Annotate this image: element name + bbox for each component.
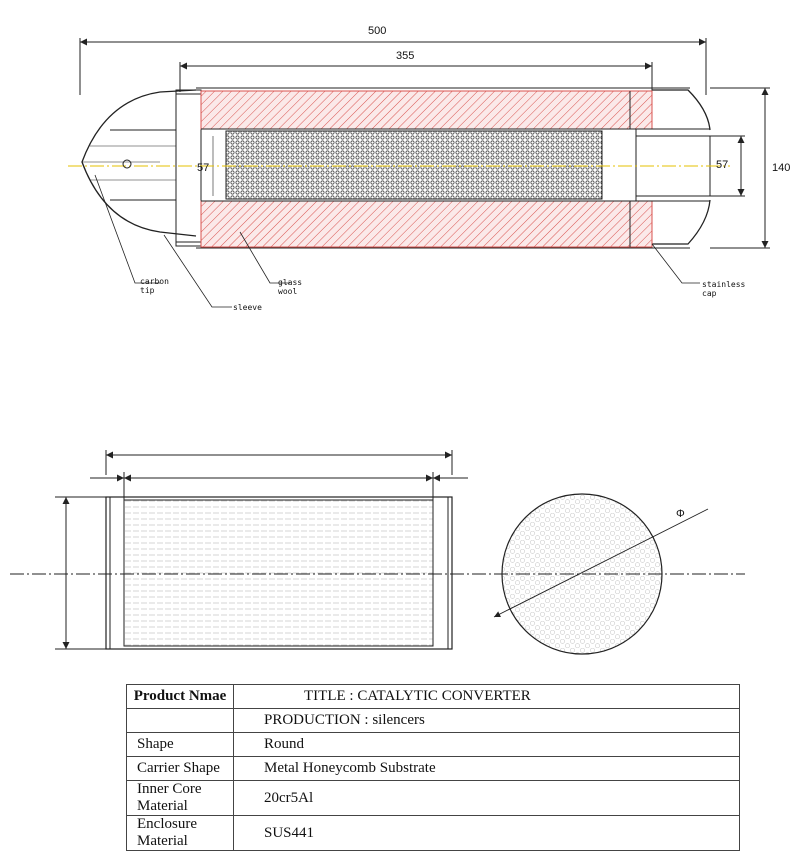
dimension-140 [710, 87, 770, 249]
bottom-converter-drawing [10, 450, 745, 655]
callout-labels: carbon tip sleeve glass wool stainless c… [140, 277, 746, 312]
row-label-cell [126, 708, 234, 733]
technical-drawing: 500 355 57 57 140 carbon tip sleeve glas… [10, 25, 790, 655]
production-value-cell: PRODUCTION : silencers [233, 708, 740, 733]
callout-sleeve: sleeve [233, 303, 262, 312]
spec-table: Product Nmae TITLE : CATALYTIC CONVERTER… [126, 684, 740, 851]
table-row: Product Nmae TITLE : CATALYTIC CONVERTER [126, 684, 740, 709]
table-row: Enclosure Material SUS441 [126, 815, 740, 851]
shape-value-cell: Round [233, 732, 740, 757]
dim-label-outlet-57: 57 [716, 159, 728, 171]
dim-label-140: 140 [772, 162, 790, 174]
dim-label-inlet-57: 57 [197, 162, 209, 174]
callout-cap: cap [702, 289, 717, 298]
inner-core-label-cell: Inner Core Material [126, 780, 234, 816]
glass-wool-top [200, 90, 653, 130]
title-value-cell: TITLE : CATALYTIC CONVERTER [233, 684, 740, 709]
callout-tip: tip [140, 286, 155, 295]
leader-carbon-tip [94, 174, 160, 284]
leader-sleeve [163, 234, 232, 308]
callout-glass: glass [278, 278, 302, 287]
dimension-500 [79, 38, 707, 95]
leader-glass-wool [239, 231, 290, 284]
glass-wool-bottom [200, 200, 653, 248]
carbon-tip-shape [81, 89, 197, 237]
inner-core-value-cell: 20cr5Al [233, 780, 740, 816]
honeycomb-core [225, 130, 603, 200]
callout-wool: wool [278, 287, 297, 296]
converter-core [123, 499, 434, 647]
table-row: PRODUCTION : silencers [126, 708, 740, 733]
tip-hole [122, 159, 132, 169]
leader-stainless-cap [651, 243, 700, 284]
callout-carbon: carbon [140, 277, 169, 286]
carrier-shape-label-cell: Carrier Shape [126, 756, 234, 781]
dim-label-500: 500 [368, 25, 386, 37]
sleeve-shape [175, 89, 202, 247]
stainless-cap-shape [652, 89, 711, 245]
table-row: Shape Round [126, 732, 740, 757]
shape-label-cell: Shape [126, 732, 234, 757]
diameter-symbol: Φ [676, 508, 685, 520]
enclosure-label-cell: Enclosure Material [126, 815, 234, 851]
top-silencer-drawing [68, 38, 770, 308]
diameter-leader [493, 508, 709, 618]
dimension-355 [179, 62, 653, 92]
table-row: Carrier Shape Metal Honeycomb Substrate [126, 756, 740, 781]
carrier-shape-value-cell: Metal Honeycomb Substrate [233, 756, 740, 781]
table-row: Inner Core Material 20cr5Al [126, 780, 740, 816]
converter-body [105, 496, 453, 650]
callout-stainless: stainless [702, 280, 746, 289]
top-dimension-labels: 500 355 57 57 140 [197, 25, 790, 174]
header-label-cell: Product Nmae [126, 684, 234, 709]
dim-label-355: 355 [396, 50, 414, 62]
enclosure-value-cell: SUS441 [233, 815, 740, 851]
